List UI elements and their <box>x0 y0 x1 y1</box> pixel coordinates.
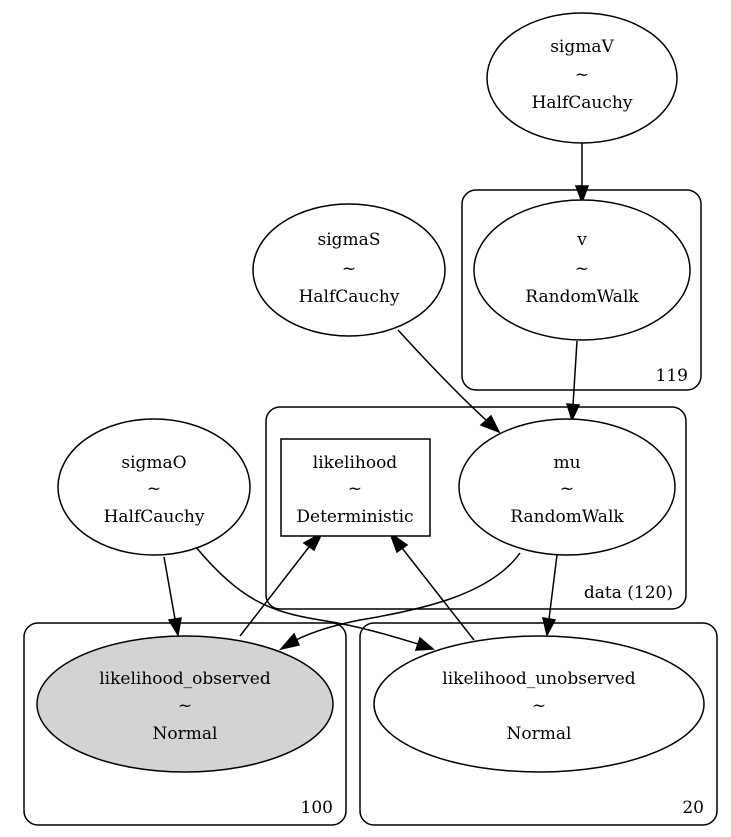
plate-unobserved: 20 <box>359 622 718 826</box>
edge-sigmaO-to-likelihood-unobserved <box>194 545 435 651</box>
plate-data: data (120) <box>265 406 687 610</box>
node-likelihood[interactable]: likelihood ~ Deterministic <box>280 438 431 537</box>
node-sigmaO-name: sigmaO <box>121 453 186 473</box>
edge-sigmaS-to-mu <box>397 329 501 434</box>
node-v-dist: RandomWalk <box>525 287 639 307</box>
node-sigmaS[interactable]: sigmaS ~ HalfCauchy <box>252 203 446 337</box>
plate-data-label: data (120) <box>584 583 673 603</box>
plate-unobserved-label: 20 <box>682 798 704 818</box>
node-likelihood-dist: Deterministic <box>296 507 413 527</box>
plate-observed-label: 100 <box>301 798 333 818</box>
edge-likelihood-unobserved-to-likelihood <box>388 530 475 641</box>
node-likelihood-unobserved[interactable]: likelihood_unobserved ~ Normal <box>373 635 705 773</box>
edge-sigmaO-to-likelihood-observed <box>163 556 182 638</box>
edge-mu-to-likelihood-unobserved <box>542 554 558 638</box>
node-mu[interactable]: mu ~ RandomWalk <box>458 418 676 556</box>
node-likelihood-observed[interactable]: likelihood_observed ~ Normal <box>36 635 334 773</box>
node-likelihood-unobserved-name: likelihood_unobserved <box>442 669 636 689</box>
node-likelihood-unobserved-tilde: ~ <box>532 696 546 716</box>
edges <box>163 143 590 651</box>
node-sigmaV-dist: HalfCauchy <box>532 93 633 113</box>
node-likelihood-observed-name: likelihood_observed <box>99 669 271 689</box>
node-likelihood-tilde: ~ <box>348 479 362 499</box>
node-v-tilde: ~ <box>575 259 589 279</box>
edge-likelihood-observed-to-likelihood <box>239 531 324 637</box>
node-mu-name: mu <box>553 453 580 473</box>
plate-observed: 100 <box>23 622 347 826</box>
node-mu-dist: RandomWalk <box>510 507 624 527</box>
edge-v-to-mu <box>565 340 581 423</box>
node-sigmaV-name: sigmaV <box>550 37 614 57</box>
node-sigmaS-tilde: ~ <box>342 259 356 279</box>
node-sigmaO-dist: HalfCauchy <box>104 507 205 527</box>
node-mu-tilde: ~ <box>560 479 574 499</box>
node-likelihood-observed-dist: Normal <box>153 724 218 744</box>
node-sigmaO-tilde: ~ <box>147 479 161 499</box>
node-v-name: v <box>576 230 587 250</box>
node-sigmaV-tilde: ~ <box>575 65 589 85</box>
plate-v-label: 119 <box>656 366 688 386</box>
node-sigmaS-dist: HalfCauchy <box>299 287 400 307</box>
node-sigmaS-name: sigmaS <box>318 230 381 250</box>
edge-mu-to-likelihood-observed <box>278 552 521 651</box>
node-v[interactable]: v ~ RandomWalk <box>473 199 691 341</box>
node-sigmaO[interactable]: sigmaO ~ HalfCauchy <box>57 418 251 556</box>
node-likelihood-unobserved-dist: Normal <box>507 724 572 744</box>
node-sigmaV[interactable]: sigmaV ~ HalfCauchy <box>486 12 678 144</box>
node-likelihood-name: likelihood <box>313 453 398 473</box>
edge-sigmaV-to-v <box>574 143 590 205</box>
node-likelihood-observed-tilde: ~ <box>178 696 192 716</box>
